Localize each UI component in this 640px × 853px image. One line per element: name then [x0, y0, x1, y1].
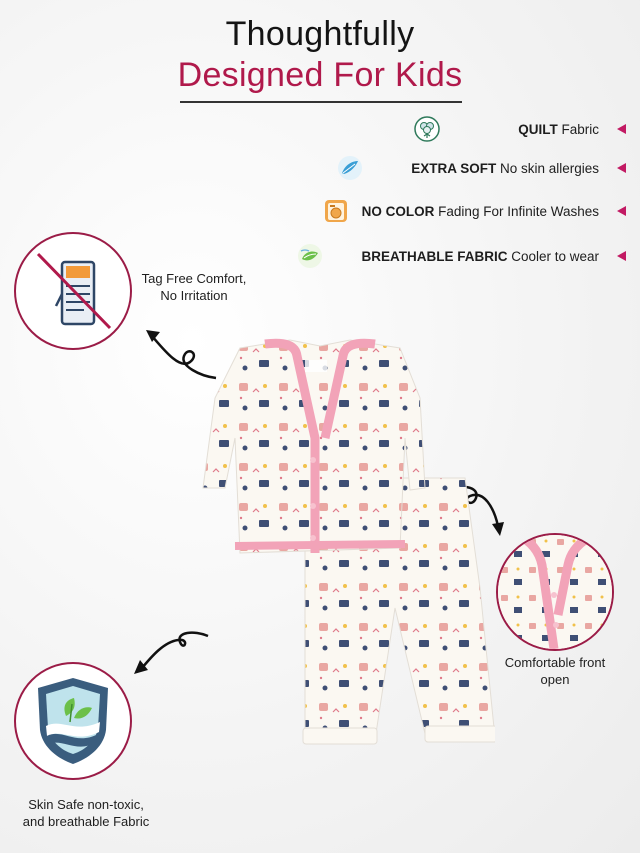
feature-label: BREATHABLE FABRIC Cooler to wear — [361, 248, 599, 264]
title-underline — [180, 101, 462, 103]
caption-line: Comfortable front — [504, 655, 606, 670]
tag-free-caption: Tag Free Comfort, No Irritation — [134, 270, 254, 304]
front-open-closeup — [496, 533, 614, 651]
caption-line: Skin Safe non-toxic, — [28, 797, 144, 812]
feature-label: QUILT Fabric — [518, 121, 599, 137]
washing-machine-icon — [323, 198, 349, 224]
curly-arrow-icon — [146, 330, 217, 380]
page-title-line1: Thoughtfully — [225, 15, 415, 53]
feature-extra-soft: EXTRA SOFT No skin allergies — [337, 153, 626, 183]
cotton-plant-icon — [414, 116, 440, 142]
feature-label: EXTRA SOFT No skin allergies — [411, 160, 599, 176]
feature-breathable-fabric: BREATHABLE FABRIC Cooler to wear — [297, 241, 626, 271]
caption-line: No Irritation — [160, 288, 228, 303]
breathable-leaf-icon — [297, 243, 323, 269]
caption-line: open — [540, 672, 570, 687]
caption-line: Tag Free Comfort, — [141, 271, 247, 286]
feature-label: NO COLOR Fading For Infinite Washes — [361, 203, 599, 219]
bullet-marker — [617, 163, 626, 173]
bullet-marker — [617, 124, 626, 134]
bullet-marker — [617, 206, 626, 216]
soft-feather-icon — [337, 155, 363, 181]
caption-line: and breathable Fabric — [22, 814, 150, 829]
curly-arrow-icon — [134, 631, 209, 674]
baby-clothing-set-image — [202, 338, 495, 745]
page-title-line2: Designed For Kids — [177, 56, 463, 94]
skin-safe-caption: Skin Safe non-toxic, and breathable Fabr… — [6, 796, 166, 830]
skin-shield-icon — [14, 662, 132, 780]
feature-no-color-fading: NO COLOR Fading For Infinite Washes — [323, 196, 626, 226]
feature-quilt-fabric: QUILT Fabric — [414, 114, 626, 144]
no-tag-icon — [14, 232, 132, 350]
front-open-caption: Comfortable front open — [480, 654, 630, 688]
bullet-marker — [617, 251, 626, 261]
